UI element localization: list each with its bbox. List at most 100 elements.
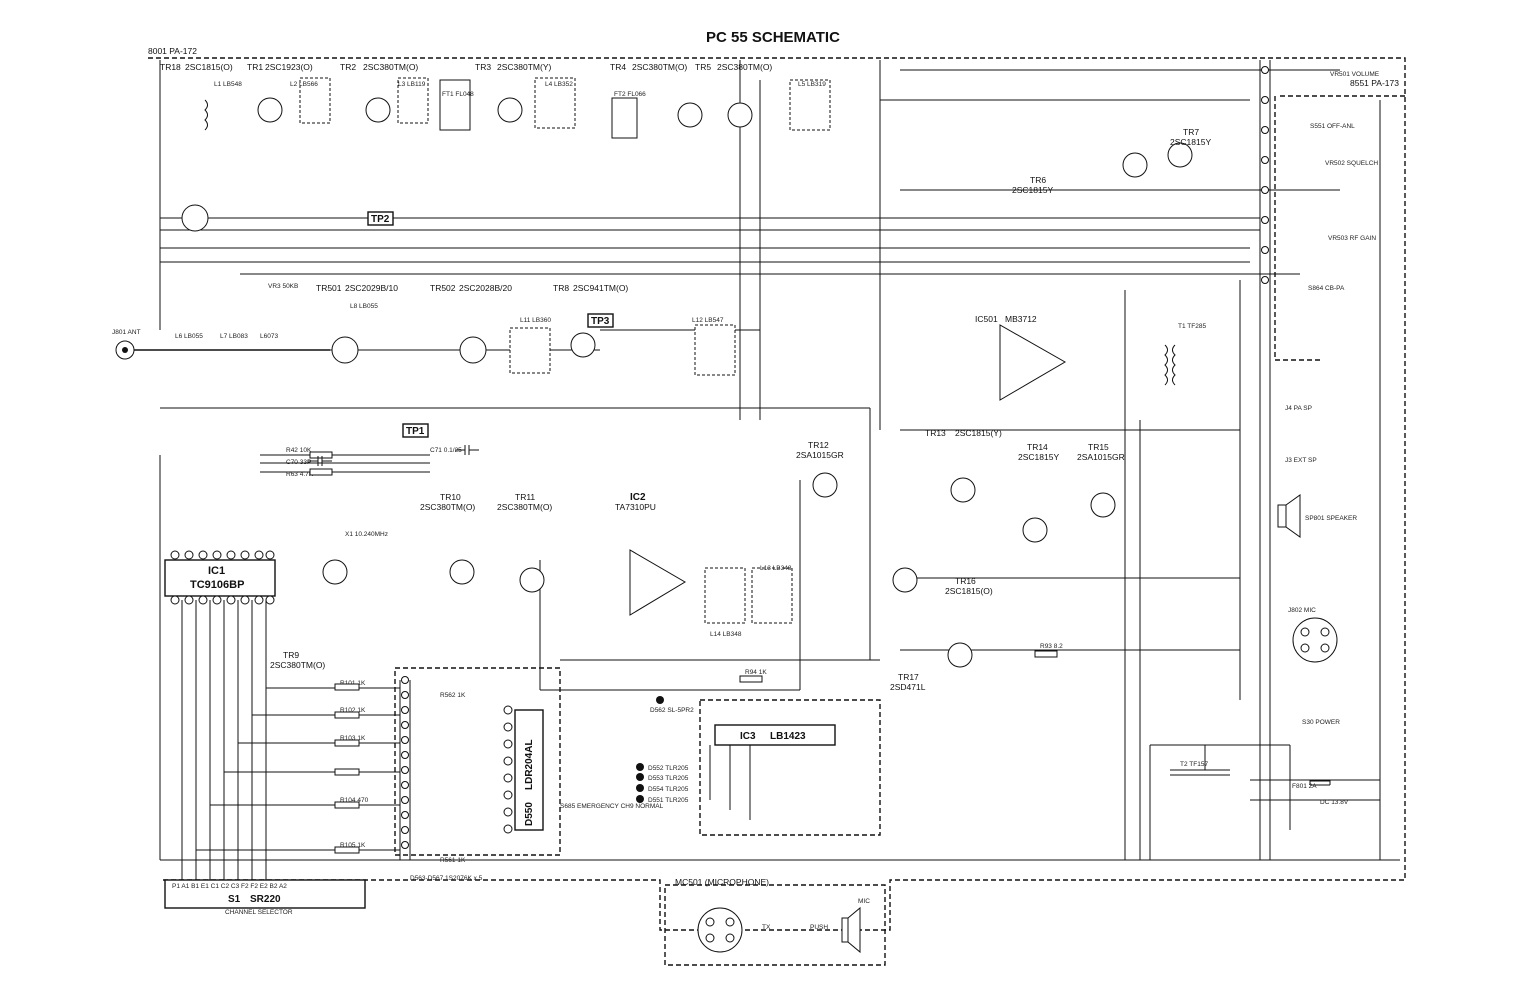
- tr7-type: 2SC1815Y: [1170, 137, 1211, 147]
- crystal-label: X1 10.240MHz: [345, 531, 388, 538]
- resistor-label: R93 8.2: [1040, 643, 1063, 650]
- tr15-ref: TR15: [1088, 442, 1109, 452]
- speaker-symbol: [1277, 494, 1301, 538]
- transistor-symbols: [181, 97, 1193, 668]
- connector-labels: J801 ANT J802 MIC J4 PA SP J3 EXT SP SP8…: [112, 71, 1380, 810]
- volume-label: VR501 VOLUME: [1330, 71, 1380, 78]
- resistor-label: R102 1K: [340, 707, 366, 714]
- coil-label: L4 LB352: [545, 81, 573, 88]
- tr13-ref: TR13: [925, 428, 946, 438]
- tr12-type: 2SA1015GR: [796, 450, 844, 460]
- mic-tx: TX: [762, 924, 771, 931]
- resistor-label: R42 10K: [286, 447, 312, 454]
- resistor-label: R105 1K: [340, 842, 366, 849]
- main-board-label: 8001 PA-172: [148, 46, 197, 56]
- coil-label: L1 LB548: [214, 81, 242, 88]
- coil-label: L7 LB083: [220, 333, 248, 340]
- passive-symbols: [308, 445, 1331, 854]
- tr18-type: 2SC1815(O): [185, 62, 233, 72]
- led-label: D554 TLR205: [648, 786, 689, 793]
- transformer-label: T2 TF157: [1180, 761, 1208, 768]
- ant-label: J801 ANT: [112, 329, 141, 336]
- tr12-ref: TR12: [808, 440, 829, 450]
- emergency-label: S685 EMERGENCY CH9 NORMAL: [560, 803, 664, 810]
- tr5-type: 2SC380TM(O): [717, 62, 772, 72]
- tr14-ref: TR14: [1027, 442, 1048, 452]
- mic-jack-label: J802 MIC: [1288, 607, 1316, 614]
- anl-label: S551 OFF-ANL: [1310, 123, 1355, 130]
- tr1-ref: TR1: [247, 62, 263, 72]
- diode-label: D563-D567 1S2076K x 5: [410, 875, 483, 882]
- component-labels: L1 LB548 L2 LB566 L3 LB119 L4 LB352 L5 L…: [175, 81, 1208, 882]
- squelch-label: VR502 SQUELCH: [1325, 160, 1378, 167]
- tr1-type: 2SC1923(O): [265, 62, 313, 72]
- mic-push: PUSH: [810, 924, 828, 931]
- tr9-ref: TR9: [283, 650, 299, 660]
- coil-symbols: [204, 77, 1176, 624]
- cb-pa-label: S864 CB-PA: [1308, 285, 1345, 292]
- coil-label: L14 LB348: [710, 631, 742, 638]
- tr11-type: 2SC380TM(O): [497, 502, 552, 512]
- speaker-label: SP801 SPEAKER: [1305, 515, 1357, 522]
- board-outlines: [148, 57, 1406, 966]
- tr3-type: 2SC380TM(Y): [497, 62, 551, 72]
- tr14-type: 2SC1815Y: [1018, 452, 1059, 462]
- ext-sp-label: J3 EXT SP: [1285, 457, 1317, 464]
- tr9-type: 2SC380TM(O): [270, 660, 325, 670]
- rf-gain-label: VR503 RF GAIN: [1328, 235, 1376, 242]
- microphone-plug-symbol: [697, 906, 861, 954]
- d550-ref: D550: [524, 802, 535, 826]
- coil-label: L6 LB055: [175, 333, 203, 340]
- tr11-ref: TR11: [515, 492, 535, 502]
- tr502-ref: TR502: [430, 283, 456, 293]
- tr501-ref: TR501: [316, 283, 342, 293]
- filter-label: FT1 FL048: [442, 91, 474, 98]
- tr18-ref: TR18: [160, 62, 181, 72]
- amplifier-symbols: [629, 324, 1067, 616]
- side-board-label: 8551 PA-173: [1350, 78, 1399, 88]
- tr2-ref: TR2: [340, 62, 356, 72]
- transistor-labels: TR18 2SC1815(O) TR1 2SC1923(O) TR2 2SC38…: [160, 62, 1211, 692]
- filter-label: FT2 FL066: [614, 91, 646, 98]
- power-label: S30 POWER: [1302, 719, 1340, 726]
- d550-type: LDR204AL: [524, 739, 535, 790]
- resistor-label: R104 470: [340, 797, 369, 804]
- tr8-type: 2SC941TM(O): [573, 283, 628, 293]
- resistor-label: R94 1K: [745, 669, 767, 676]
- resistor-label: R63 4.7K: [286, 471, 314, 478]
- coil-label: L2 LB566: [290, 81, 318, 88]
- wiring: [120, 60, 1400, 880]
- transformer-label: T1 TF285: [1178, 323, 1206, 330]
- ic501-ref: IC501: [975, 314, 998, 324]
- tr4-type: 2SC380TM(O): [632, 62, 687, 72]
- selector-ref: S1: [228, 894, 241, 905]
- ic2-ref: IC2: [630, 492, 646, 503]
- selector-pins: P1 A1 B1 E1 C1 C2 C3 F2 F2 E2 B2 A2: [172, 883, 287, 890]
- coil-label: L8 LB055: [350, 303, 378, 310]
- pot-label: VR3 50KB: [268, 283, 298, 290]
- ic3-type: LB1423: [770, 731, 806, 742]
- coil-label: L12 LB547: [692, 317, 724, 324]
- tr501-type: 2SC2029B/10: [345, 283, 398, 293]
- tr10-ref: TR10: [440, 492, 461, 502]
- test-point-boxes: [367, 211, 614, 438]
- tr16-ref: TR16: [955, 576, 976, 586]
- coil-label: L6073: [260, 333, 278, 340]
- resistor-label: R103 1K: [340, 735, 366, 742]
- tr7-ref: TR7: [1183, 127, 1199, 137]
- coil-label: L3 LB119: [398, 81, 426, 88]
- ic-labels: IC1 TC9106BP IC2 TA7310PU IC3 LB1423 IC5…: [190, 314, 1037, 826]
- resistor-label: R562 1K: [440, 692, 466, 699]
- mic-label: MIC: [858, 898, 870, 905]
- resistor-label: R561 1K: [440, 857, 466, 864]
- tr502-type: 2SC2028B/20: [459, 283, 512, 293]
- tr6-ref: TR6: [1030, 175, 1046, 185]
- capacitor-label: C70 33P: [286, 459, 311, 466]
- capacitor-label: C71 0.1/25: [430, 447, 462, 454]
- led-label: D553 TLR205: [648, 775, 689, 782]
- tr15-type: 2SA1015GR: [1077, 452, 1125, 462]
- led-label: D551 TLR205: [648, 797, 689, 804]
- tp1-label: TP1: [406, 426, 425, 437]
- tr10-type: 2SC380TM(O): [420, 502, 475, 512]
